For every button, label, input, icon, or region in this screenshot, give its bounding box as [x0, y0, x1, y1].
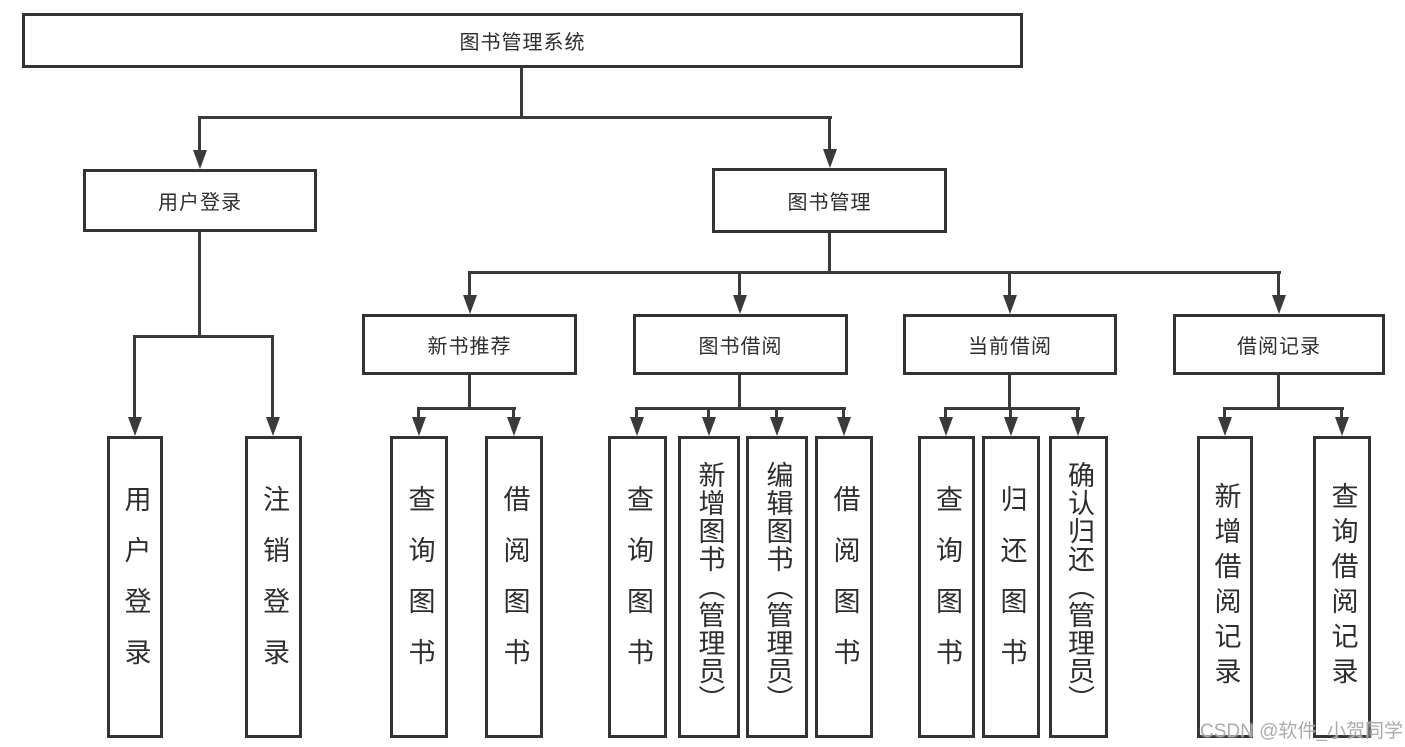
connector-line	[1223, 407, 1226, 420]
connector-line	[1008, 375, 1011, 410]
arrow-down-icon	[630, 417, 644, 436]
arrow-down-icon	[412, 417, 426, 436]
leaf-bb-borrow-books: 借阅图书	[815, 436, 873, 738]
node-new-book-recommend: 新书推荐	[362, 314, 577, 375]
connector-line	[468, 271, 471, 298]
leaf-rec-borrow-books: 借阅图书	[485, 436, 543, 738]
connector-line	[1076, 407, 1079, 420]
connector-line	[842, 407, 845, 420]
arrow-down-icon	[939, 417, 953, 436]
leaf-cb-query-books: 查询图书	[918, 436, 975, 738]
connector-line	[512, 407, 515, 420]
connector-line	[738, 271, 741, 298]
leaf-cb-return-books: 归还图书	[982, 436, 1040, 738]
node-book-management: 图书管理	[712, 168, 947, 233]
node-borrowing-records: 借阅记录	[1173, 314, 1385, 375]
connector-line	[828, 233, 831, 274]
arrow-down-icon	[463, 295, 477, 314]
connector-line	[707, 407, 710, 420]
arrow-down-icon	[733, 295, 747, 314]
leaf-bb-add-books-admin: 新增图书（管理员）	[678, 436, 740, 738]
leaf-user-login: 用户登录	[107, 436, 163, 738]
connector-line	[133, 335, 136, 419]
leaf-br-add-record: 新增借阅记录	[1197, 436, 1253, 738]
arrow-down-icon	[702, 417, 716, 436]
connector-line	[738, 375, 741, 410]
connector-line	[198, 232, 201, 338]
arrow-down-icon	[193, 150, 207, 169]
arrow-down-icon	[770, 417, 784, 436]
node-current-borrowing: 当前借阅	[903, 314, 1117, 375]
connector-line	[271, 335, 274, 419]
connector-line	[828, 116, 831, 152]
arrow-down-icon	[1335, 417, 1349, 436]
connector-line	[944, 407, 947, 420]
arrow-down-icon	[266, 417, 280, 436]
connector-line	[417, 407, 420, 420]
arrow-down-icon	[507, 417, 521, 436]
leaf-rec-query-books: 查询图书	[390, 436, 448, 738]
connector-line	[468, 271, 1281, 274]
connector-line	[198, 116, 201, 152]
connector-line	[417, 407, 516, 410]
node-user-login: 用户登录	[83, 169, 317, 232]
arrow-down-icon	[823, 149, 837, 168]
leaf-br-query-record: 查询借阅记录	[1313, 436, 1371, 738]
connector-line	[1340, 407, 1343, 420]
connector-line	[1009, 407, 1012, 420]
csdn-watermark: CSDN @软件_小贺同学	[1200, 721, 1403, 742]
connector-line	[944, 407, 1080, 410]
connector-line	[635, 407, 638, 420]
connector-line	[1277, 271, 1280, 298]
leaf-bb-query-books: 查询图书	[608, 436, 667, 738]
connector-line	[1277, 375, 1280, 410]
connector-line	[1008, 271, 1011, 298]
arrow-down-icon	[837, 417, 851, 436]
connector-line	[468, 375, 471, 410]
connector-line	[775, 407, 778, 420]
arrow-down-icon	[1071, 417, 1085, 436]
leaf-logout-login: 注销登录	[245, 436, 302, 738]
connector-line	[198, 116, 832, 119]
node-root: 图书管理系统	[22, 13, 1023, 68]
arrow-down-icon	[128, 417, 142, 436]
leaf-bb-edit-books-admin: 编辑图书（管理员）	[746, 436, 808, 738]
connector-line	[133, 335, 274, 338]
arrow-down-icon	[1004, 417, 1018, 436]
connector-line	[635, 407, 846, 410]
arrow-down-icon	[1272, 295, 1286, 314]
arrow-down-icon	[1003, 295, 1017, 314]
connector-line	[520, 68, 523, 117]
arrow-down-icon	[1218, 417, 1232, 436]
connector-line	[1223, 407, 1344, 410]
leaf-cb-confirm-return-admin: 确认归还（管理员）	[1049, 436, 1108, 738]
node-book-borrowing: 图书借阅	[633, 314, 848, 375]
